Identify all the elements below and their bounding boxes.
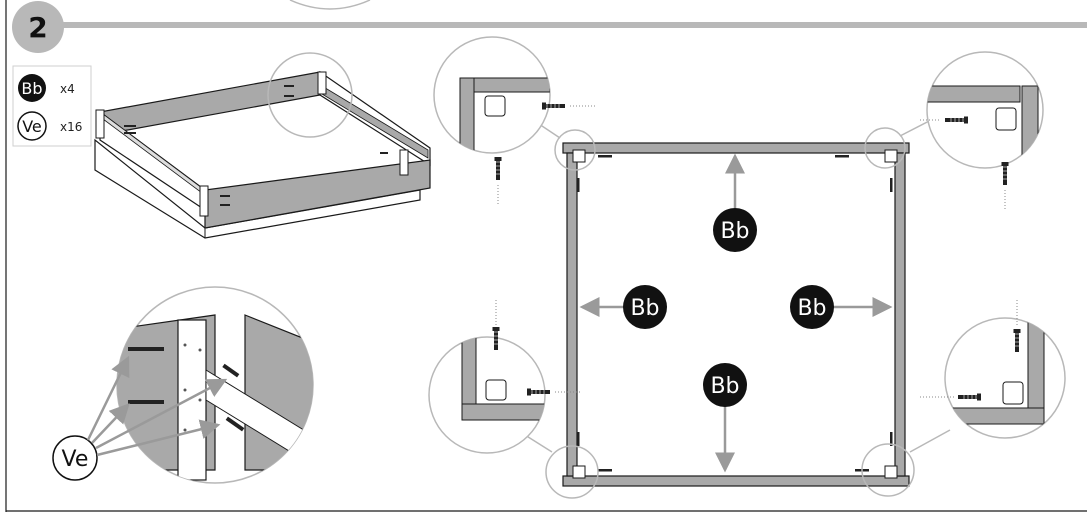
legend-ve-code: Ve <box>22 117 42 136</box>
panel-label-top: Bb <box>713 208 757 252</box>
legend-bb-code: Bb <box>21 79 42 98</box>
parts-legend: Bb x4 Ve x16 <box>12 65 92 147</box>
isometric-frame-illustration <box>94 52 431 239</box>
panel-label-left: Bb <box>623 285 667 329</box>
corner-zoom-top-left <box>433 36 595 205</box>
step-number-badge <box>12 1 64 53</box>
panel-label-right-text: Bb <box>797 296 826 321</box>
step-header: 2 <box>12 0 1087 53</box>
panel-label-top-text: Bb <box>720 219 749 244</box>
panel-label-right: Bb <box>790 285 834 329</box>
topdown-frame-illustration: Bb Bb Bb Bb <box>524 117 951 499</box>
legend-ve-qty: x16 <box>60 120 82 134</box>
legend-item-bb: Bb x4 <box>18 74 75 102</box>
corner-zoom-top-right <box>920 51 1044 210</box>
legend-bb-qty: x4 <box>60 82 75 96</box>
legend-item-ve: Ve x16 <box>17 111 82 141</box>
panel-label-bottom-text: Bb <box>710 374 739 399</box>
corner-zoom-bottom-right <box>920 300 1066 439</box>
panel-label-left-text: Bb <box>630 296 659 321</box>
corner-zoom-bottom-left <box>428 300 580 454</box>
zoom-detail-corner: Ve <box>52 286 314 484</box>
page-frame <box>5 0 1087 512</box>
panel-label-bottom: Bb <box>703 363 747 407</box>
step-number: 2 <box>28 11 47 44</box>
screw-callout-label: Ve <box>62 447 89 472</box>
